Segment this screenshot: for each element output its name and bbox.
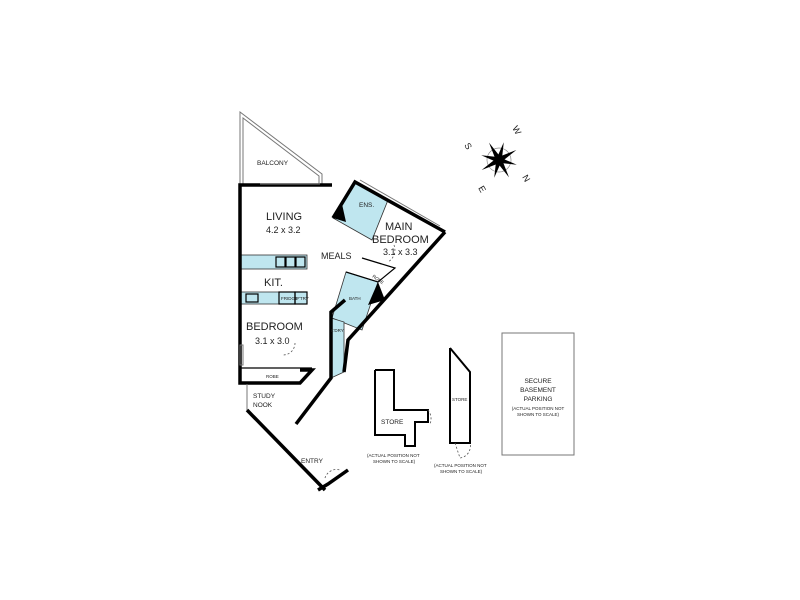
label-living-size: 4.2 x 3.2: [266, 225, 301, 235]
store2-outline: [449, 347, 471, 444]
label-bath: BATH: [349, 296, 361, 301]
pantry-box: [294, 291, 308, 305]
wall-fill-ens: [333, 204, 346, 222]
balcony-rail-inner: [242, 116, 320, 185]
label-parking-2: BASEMENT: [520, 387, 556, 394]
compass-s: S: [462, 141, 474, 151]
laundry-area: [330, 317, 345, 379]
label-store1-note-1: (ACTUAL POSITION NOT: [367, 453, 420, 458]
compass-w: W: [510, 124, 523, 137]
main-bedroom-window: [359, 179, 441, 227]
label-bedroom-size: 3.1 x 3.0: [255, 336, 290, 346]
label-bedroom-robe: ROBE: [266, 374, 279, 379]
main-bedroom-wall: [331, 179, 446, 234]
store2-door-icon: [454, 442, 471, 459]
label-main-1: MAIN: [385, 221, 413, 233]
label-pantry: P'TRY: [296, 296, 309, 301]
label-parking-note-2: SHOWN TO SCALE): [517, 412, 560, 417]
sink: [275, 256, 286, 268]
compass-icon: [481, 142, 517, 178]
label-store1-note-2: SHOWN TO SCALE): [373, 459, 416, 464]
label-store2-note-2: SHOWN TO SCALE): [440, 469, 483, 474]
label-fridge: FRIDGE: [281, 296, 298, 301]
entry-door-icon: [324, 469, 341, 479]
parking-outline: [501, 332, 575, 456]
label-living: LIVING: [266, 211, 302, 223]
cooktop: [245, 293, 259, 303]
entry-wall-bottom: [317, 468, 350, 492]
store1-door-icon: [427, 409, 432, 425]
label-balcony: BALCONY: [257, 160, 289, 167]
label-ensuite: ENS.: [359, 202, 374, 209]
compass-e: E: [476, 184, 488, 194]
label-main-robe: ROBE: [371, 274, 384, 285]
label-main-2: BEDROOM: [372, 234, 429, 246]
study-wall: [245, 408, 327, 492]
bedroom-door-icon: [282, 342, 296, 356]
label-study-2: NOOK: [253, 402, 273, 409]
wall-fill-bath: [368, 282, 385, 305]
label-bedroom: BEDROOM: [246, 321, 303, 333]
dishwasher: [295, 256, 306, 268]
label-parking-3: PARKING: [524, 396, 553, 403]
label-store2: STORE: [452, 397, 467, 402]
bedroom-window: [239, 344, 244, 366]
label-meals: MEALS: [321, 251, 352, 261]
label-entry: ENTRY: [301, 458, 324, 465]
label-kitchen: KIT.: [264, 277, 283, 289]
label-main-size: 3.1 x 3.3: [383, 247, 418, 257]
label-laundry: L'DRY: [331, 328, 344, 333]
label-store1: STORE: [381, 419, 404, 426]
label-parking-note-1: (ACTUAL POSITION NOT: [512, 406, 565, 411]
main-bedroom-door-icon: [387, 244, 396, 263]
compass-n: N: [520, 173, 532, 184]
label-store2-note-1: (ACTUAL POSITION NOT: [434, 463, 487, 468]
label-parking-1: SECURE: [524, 378, 552, 385]
balcony-outline: [239, 110, 323, 185]
main-robe: [345, 257, 397, 283]
entry-wall: [294, 298, 347, 426]
sink-2: [285, 256, 296, 268]
main-diagonal-wall: [342, 230, 447, 373]
label-study-1: STUDY: [253, 393, 276, 400]
store1-outline: [374, 369, 429, 447]
living-wall: [238, 183, 332, 385]
